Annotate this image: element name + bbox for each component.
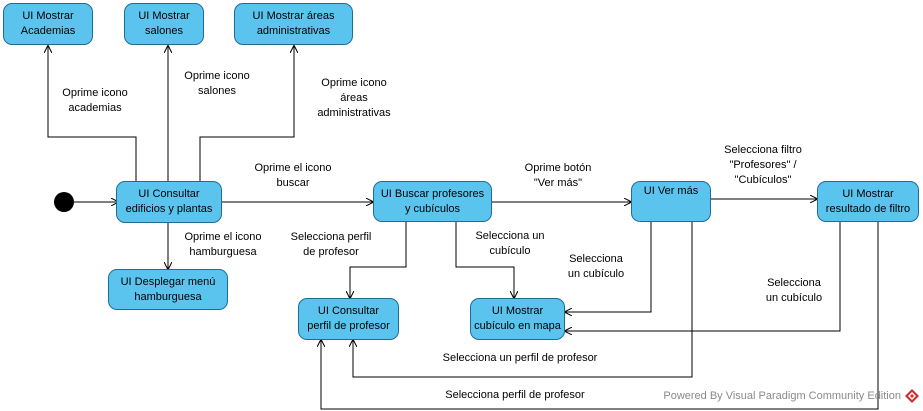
label-line: un cubículo	[567, 268, 625, 280]
edge-buscar-to-cubiculo	[455, 222, 514, 298]
node-label-line: UI Mostrar	[22, 10, 74, 22]
label-line: cubículo	[489, 245, 531, 257]
label-line: Selecciona perfil	[290, 231, 372, 243]
node-ui-buscar-profesores[interactable]: UI Buscar profesores y cubículos	[373, 181, 492, 222]
label-to-areas: Oprime icono áreas administrativas	[308, 76, 400, 121]
label-line: Selecciona un perfil de profesor	[442, 352, 598, 364]
node-label-line: resultado de filtro	[825, 202, 911, 215]
label-line: Oprime el icono	[254, 162, 332, 174]
node-label-line: UI Mostrar	[138, 10, 190, 22]
label-vermas-to-perfil: Selecciona un perfil de profesor	[430, 351, 610, 366]
label-line: un cubículo	[765, 292, 823, 304]
label-buscar-to-perfil: Selecciona perfil de profesor	[283, 230, 379, 260]
node-label-line: UI Consultar	[317, 305, 380, 317]
node-label-line: hamburguesa	[134, 290, 202, 303]
node-label-line: y cubículos	[404, 202, 461, 215]
label-to-filtro: Selecciona filtro "Profesores" / "Cubícu…	[714, 143, 812, 188]
label-line: "Ver más"	[533, 177, 583, 189]
label-line: Selecciona un	[475, 230, 545, 242]
label-line: Oprime el icono	[184, 231, 262, 243]
node-label-line: perfil de profesor	[307, 320, 390, 332]
label-to-ver-mas: Oprime botón "Ver más"	[515, 161, 601, 191]
edge-to-areas	[199, 46, 294, 181]
label-line: Selecciona filtro	[724, 144, 802, 156]
node-ui-mostrar-cubiculo[interactable]: UI Mostrar cubículo en mapa	[470, 298, 565, 340]
node-label-line: UI Buscar profesores	[380, 187, 485, 200]
label-line: salones	[198, 85, 236, 97]
label-line: Oprime botón	[524, 162, 592, 174]
node-label-line: cubículo en mapa	[474, 320, 561, 332]
label-line: "Profesores" /	[729, 159, 797, 171]
node-label-line: edificios y plantas	[125, 203, 213, 215]
label-vermas-to-cubiculo: Selecciona un cubículo	[560, 252, 632, 282]
node-label-line: UI Mostrar áreas	[252, 10, 335, 22]
edge-vermas-to-cubiculo	[565, 222, 652, 312]
node-ui-mostrar-academias[interactable]: UI Mostrar Academias	[3, 3, 93, 45]
edge-filtro-to-perfil	[321, 222, 879, 410]
powered-by-footer: Powered By Visual Paradigm Community Edi…	[663, 390, 901, 402]
node-ui-desplegar-menu[interactable]: UI Desplegar menú hamburguesa	[108, 269, 228, 310]
label-buscar-to-cubiculo: Selecciona un cubículo	[467, 229, 553, 259]
node-label-line: UI Mostrar	[842, 187, 894, 200]
initial-state	[54, 192, 74, 212]
label-line: Selecciona perfil de profesor	[445, 389, 585, 401]
node-ui-mostrar-resultado[interactable]: UI Mostrar resultado de filtro	[817, 181, 919, 222]
label-line: áreas	[340, 92, 368, 104]
node-ui-mostrar-areas[interactable]: UI Mostrar áreas administrativas	[234, 3, 353, 45]
label-to-salones: Oprime icono salones	[175, 69, 259, 99]
label-line: hamburguesa	[189, 246, 257, 258]
label-line: buscar	[276, 177, 310, 189]
node-ui-consultar-edificios[interactable]: UI Consultar edificios y plantas	[116, 181, 222, 223]
edge-to-academias	[48, 46, 137, 181]
label-line: academias	[68, 102, 122, 114]
label-line: "Cubículos"	[734, 174, 792, 186]
label-filtro-to-perfil: Selecciona perfil de profesor	[430, 388, 600, 403]
label-to-buscar: Oprime el icono buscar	[245, 161, 341, 191]
label-to-academias: Oprime icono academias	[55, 86, 135, 116]
edge-vermas-to-perfil	[353, 222, 693, 378]
node-label-line: UI Ver más	[643, 185, 699, 197]
node-label-line: UI Desplegar menú	[120, 275, 216, 288]
edge-filtro-to-cubiculo	[565, 222, 841, 331]
visual-paradigm-logo-icon	[905, 389, 919, 403]
label-to-hamburguesa: Oprime el icono hamburguesa	[175, 230, 271, 260]
node-ui-mostrar-salones[interactable]: UI Mostrar salones	[124, 3, 204, 45]
label-line: administrativas	[317, 107, 391, 119]
label-line: Oprime icono	[62, 87, 128, 99]
label-line: de profesor	[303, 246, 359, 258]
node-label-line: UI Consultar	[138, 188, 200, 200]
label-line: Oprime icono	[321, 77, 387, 89]
label-line: Selecciona	[767, 277, 821, 289]
edge-buscar-to-perfil	[350, 222, 407, 298]
node-ui-ver-mas[interactable]: UI Ver más	[631, 181, 711, 222]
node-ui-consultar-perfil[interactable]: UI Consultar perfil de profesor	[298, 298, 399, 340]
node-label-line: salones	[145, 25, 183, 37]
label-filtro-to-cubiculo: Selecciona un cubículo	[758, 276, 830, 306]
node-label-line: UI Mostrar	[491, 305, 544, 317]
label-line: Oprime icono	[184, 70, 250, 82]
node-label-line: Academias	[20, 25, 76, 37]
label-line: Selecciona	[569, 253, 623, 265]
node-label-line: administrativas	[256, 25, 331, 37]
